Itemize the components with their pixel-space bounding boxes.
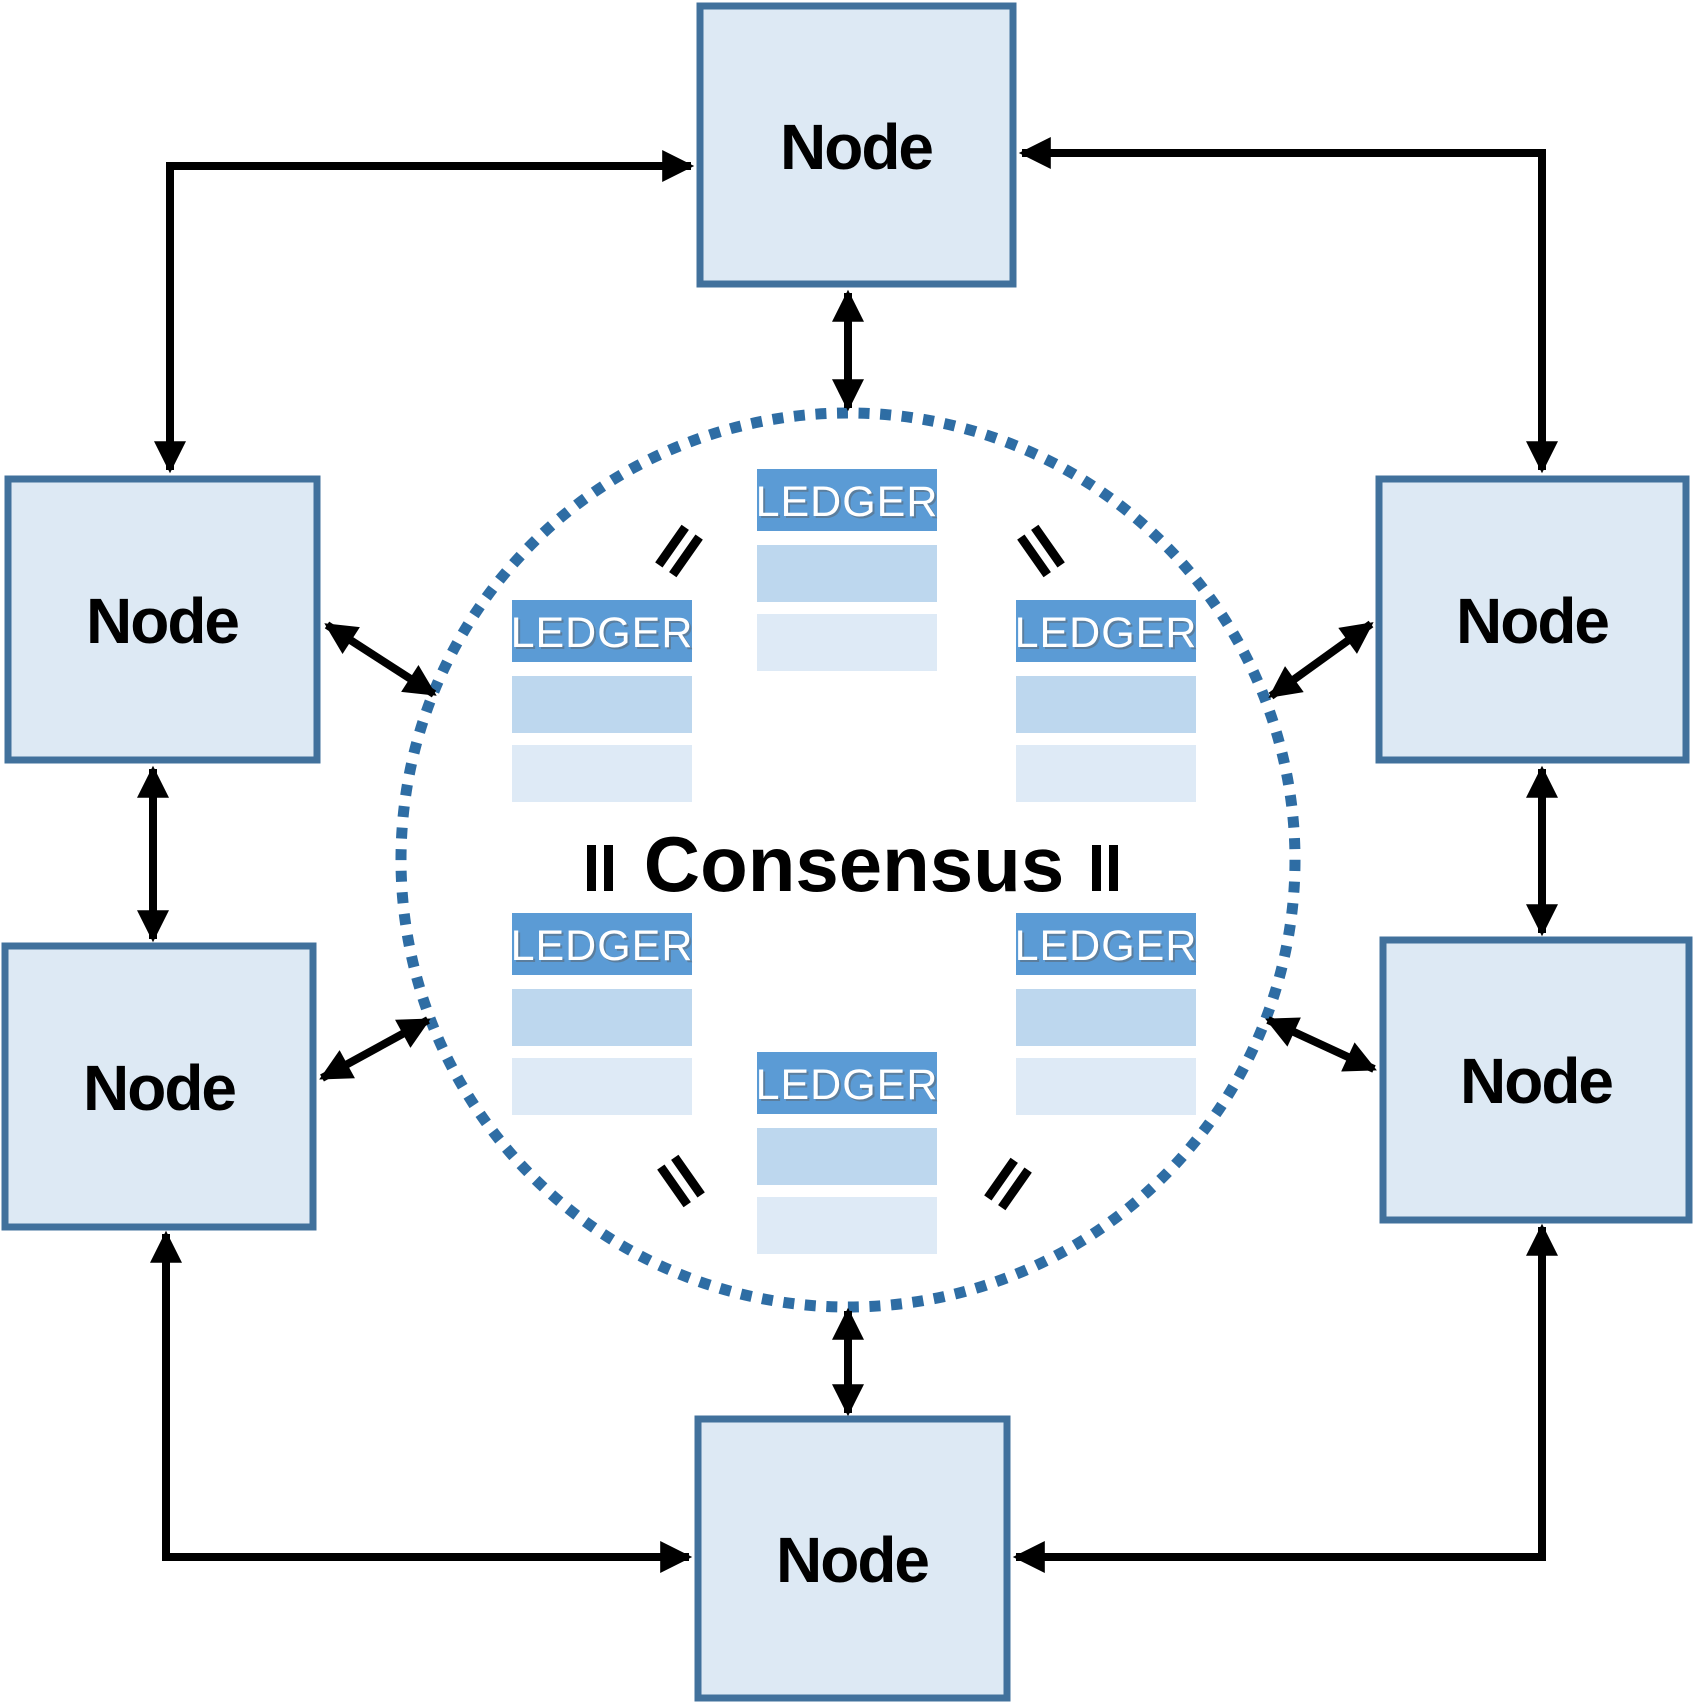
node-box-bottom: Node bbox=[694, 1415, 1011, 1702]
ledger-label: LEDGER bbox=[756, 1061, 939, 1109]
node-label: Node bbox=[1456, 585, 1608, 657]
node-label: Node bbox=[83, 1052, 235, 1124]
arrow-lowerleft-bottom-elbow bbox=[150, 1230, 693, 1573]
arrow-lowerright-node-circle bbox=[1265, 1016, 1377, 1073]
arrow-upperleft-node-circle bbox=[324, 621, 437, 698]
arrow-lowerleft-node-circle bbox=[319, 1016, 431, 1082]
node-label: Node bbox=[86, 585, 238, 657]
ledger-table-top-center: LEDGER bbox=[756, 469, 939, 671]
node-box-top: Node bbox=[696, 2, 1017, 288]
arrow-upperright-node-circle bbox=[1268, 620, 1374, 700]
equals-icon bbox=[587, 845, 613, 891]
equals-icon bbox=[657, 1154, 705, 1208]
ledger-table-upper-right: LEDGER bbox=[1015, 600, 1198, 802]
equals-icon bbox=[1017, 524, 1065, 578]
ledger-table-bottom-center: LEDGER bbox=[756, 1052, 939, 1254]
arrow-lowerright-bottom-elbow bbox=[1012, 1223, 1558, 1573]
ledger-table-lower-right: LEDGER bbox=[1015, 913, 1198, 1115]
equals-icon bbox=[655, 524, 703, 578]
ledger-table-upper-left: LEDGER bbox=[511, 600, 694, 802]
node-label: Node bbox=[1460, 1045, 1612, 1117]
arrow-upperright-top-elbow bbox=[1018, 137, 1558, 474]
node-label: Node bbox=[776, 1524, 928, 1596]
node-box-lower-right: Node bbox=[1379, 936, 1693, 1224]
arrow-upperleft-top-elbow bbox=[154, 150, 695, 474]
node-label: Node bbox=[780, 111, 932, 183]
equals-icon bbox=[984, 1157, 1032, 1211]
node-box-lower-left: Node bbox=[1, 942, 317, 1231]
ledger-label: LEDGER bbox=[511, 609, 694, 657]
ledger-label: LEDGER bbox=[511, 922, 694, 970]
consensus-circle bbox=[395, 407, 1301, 1313]
ledger-label: LEDGER bbox=[756, 478, 939, 526]
ledger-label: LEDGER bbox=[1015, 922, 1198, 970]
ledger-table-lower-left: LEDGER bbox=[511, 913, 694, 1115]
node-box-upper-left: Node bbox=[4, 475, 321, 764]
equals-icon bbox=[1092, 845, 1118, 891]
ledger-label: LEDGER bbox=[1015, 609, 1198, 657]
node-box-upper-right: Node bbox=[1375, 475, 1690, 764]
consensus-label: Consensus bbox=[644, 820, 1064, 908]
